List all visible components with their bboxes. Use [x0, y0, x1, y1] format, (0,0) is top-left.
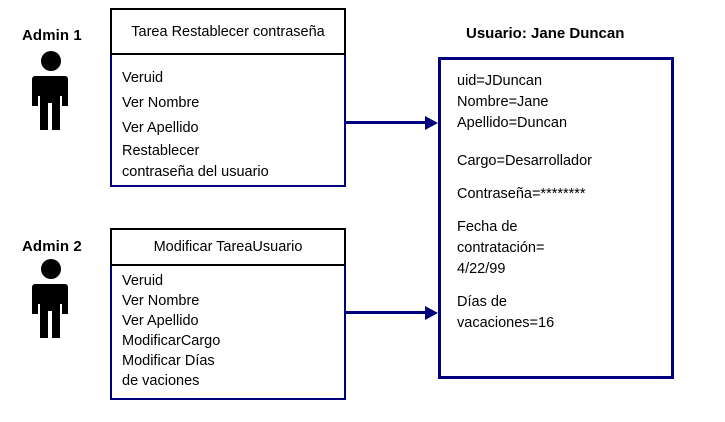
user-attribute-apellido: Apellido=Duncan [457, 115, 568, 131]
arrow-head-icon [425, 306, 438, 320]
task-box-reset-password[interactable]: Tarea Restablecer contraseña Veruid Ver … [110, 8, 346, 187]
task-item[interactable]: Ver Nombre [122, 95, 200, 111]
task-item[interactable]: Ver Nombre [122, 293, 200, 309]
arrow-shaft [346, 121, 426, 124]
arrow-task1-to-user [346, 116, 438, 130]
user-detail-panel[interactable]: uid=JDuncan Nombre=Jane Apellido=Duncan … [438, 57, 674, 379]
user-attribute-contrasena: Contraseña=******** [457, 186, 586, 202]
user-attribute-uid: uid=JDuncan [457, 73, 543, 89]
task-box-2-header: Modificar TareaUsuario [110, 228, 346, 266]
arrow-head-icon [425, 116, 438, 130]
task-box-1-header: Tarea Restablecer contraseña [110, 8, 346, 55]
task-item[interactable]: Ver Apellido [122, 120, 199, 136]
task-item[interactable]: ModificarCargo [122, 333, 221, 349]
task-item[interactable]: Veruid [122, 273, 164, 289]
user-attribute-nombre: Nombre=Jane [457, 94, 549, 110]
arrow-shaft [346, 311, 426, 314]
task-item[interactable]: Veruid [122, 70, 164, 86]
task-item[interactable]: Modificar Días de vaciones [122, 353, 215, 389]
user-attribute-dias-vacaciones: Días de vacaciones=16 [457, 294, 555, 331]
task-box-2-body: Veruid Ver Nombre Ver Apellido Modificar… [110, 266, 346, 400]
task-box-1-header-text: Tarea Restablecer contraseña [131, 23, 325, 40]
actor-label-admin-2: Admin 2 [22, 238, 82, 255]
arrow-task2-to-user [346, 306, 438, 320]
person-icon [28, 258, 74, 338]
task-box-1-body: Veruid Ver Nombre Ver Apellido Restablec… [110, 55, 346, 187]
user-attribute-fecha-contratacion: Fecha de contratación= 4/22/99 [457, 219, 545, 277]
user-panel-title: Usuario: Jane Duncan [466, 25, 625, 42]
task-item[interactable]: Ver Apellido [122, 313, 199, 329]
actor-label-admin-1: Admin 1 [22, 27, 82, 44]
user-attribute-cargo: Cargo=Desarrollador [457, 153, 592, 169]
person-icon [28, 50, 74, 130]
task-box-modify-user[interactable]: Modificar TareaUsuario Veruid Ver Nombre… [110, 228, 346, 400]
task-box-2-header-text: Modificar TareaUsuario [153, 239, 303, 255]
task-item[interactable]: Restablecer contraseña del usuario [122, 143, 269, 180]
